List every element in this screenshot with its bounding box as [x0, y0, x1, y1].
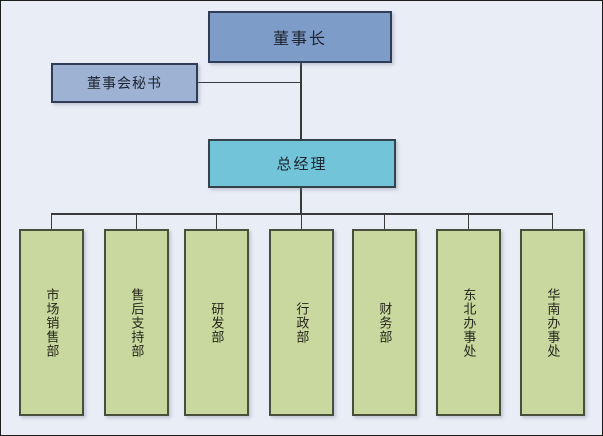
connector-drop-marketing-sales	[51, 213, 52, 230]
connector-chairman-to-gm-vertical	[300, 63, 302, 139]
node-finance-dept: 财务部	[352, 229, 417, 416]
node-general-manager: 总经理	[208, 139, 396, 188]
node-marketing-sales-dept-label: 市场销售部	[44, 287, 60, 358]
node-after-sales-support-dept-label: 售后支持部	[129, 287, 145, 358]
connector-drop-south-china-office	[552, 213, 553, 230]
node-board-secretary: 董事会秘书	[51, 63, 198, 103]
node-northeast-office-label: 东北办事处	[461, 287, 477, 358]
node-rnd-dept-label: 研发部	[209, 301, 225, 344]
connector-drop-admin	[301, 213, 302, 230]
node-chairman-label: 董事长	[272, 31, 327, 48]
node-admin-dept: 行政部	[269, 229, 334, 416]
node-general-manager-label: 总经理	[276, 157, 328, 173]
node-board-secretary-label: 董事会秘书	[87, 77, 162, 92]
node-northeast-office: 东北办事处	[436, 229, 501, 416]
node-south-china-office: 华南办事处	[520, 229, 585, 416]
node-chairman: 董事长	[208, 11, 392, 63]
connector-drop-after-sales-support	[136, 213, 137, 230]
node-south-china-office-label: 华南办事处	[545, 287, 561, 358]
node-rnd-dept: 研发部	[184, 229, 249, 416]
node-after-sales-support-dept: 售后支持部	[104, 229, 169, 416]
node-finance-dept-label: 财务部	[377, 301, 393, 344]
connector-drop-rnd	[216, 213, 217, 230]
node-marketing-sales-dept: 市场销售部	[19, 229, 84, 416]
connector-departments-bus	[51, 213, 553, 215]
connector-secretary-horizontal	[198, 82, 302, 83]
connector-drop-finance	[384, 213, 385, 230]
connector-drop-northeast-office	[468, 213, 469, 230]
connector-gm-to-bus-vertical	[300, 188, 302, 214]
node-admin-dept-label: 行政部	[294, 301, 310, 344]
